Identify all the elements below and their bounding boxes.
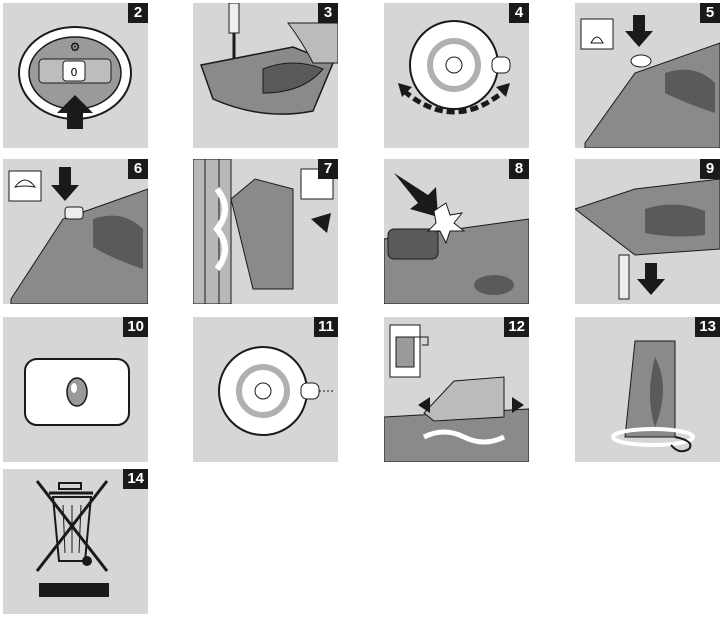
fill-water-tank-illustration: [193, 3, 338, 148]
step-number-badge: 9: [700, 159, 720, 179]
press-button-click-illustration: [384, 159, 529, 304]
step-number-badge: 8: [509, 159, 529, 179]
step-5-panel: 5: [575, 3, 720, 148]
dial-minimum-setting-illustration: [193, 317, 338, 462]
step-12-panel: 12: [384, 317, 529, 462]
calc-clean-shake-illustration: [384, 317, 529, 462]
step-number-badge: 4: [509, 3, 529, 23]
steam-boost-button-illustration: [3, 159, 148, 304]
indicator-light-illustration: [3, 317, 148, 462]
step-number-badge: 11: [314, 317, 338, 337]
step-10-panel: 10: [3, 317, 148, 462]
step-number-badge: 3: [318, 3, 338, 23]
step-3-panel: 3: [193, 3, 338, 148]
step-8-panel: 8: [384, 159, 529, 304]
step-4-panel: 4: [384, 3, 529, 148]
iron-upright-storage-illustration: [575, 317, 720, 462]
step-9-panel: 9: [575, 159, 720, 304]
svg-text:0: 0: [71, 66, 78, 79]
step-6-panel: 6: [3, 159, 148, 304]
temperature-dial-illustration: [384, 3, 529, 148]
step-number-badge: 14: [123, 469, 148, 489]
step-number-badge: 5: [700, 3, 720, 23]
step-number-badge: 6: [128, 159, 148, 179]
step-number-badge: 2: [128, 3, 148, 23]
unplug-cord-illustration: [575, 159, 720, 304]
crossed-out-wheelie-bin-icon: [3, 469, 148, 614]
step-number-badge: 13: [695, 317, 720, 337]
iron-handle-switch-illustration: 0 ⚙: [3, 3, 148, 148]
step-13-panel: 13: [575, 317, 720, 462]
step-number-badge: 7: [318, 159, 338, 179]
vertical-steam-illustration: [193, 159, 338, 304]
svg-text:⚙: ⚙: [70, 40, 81, 54]
step-11-panel: 11: [193, 317, 338, 462]
step-number-badge: 12: [504, 317, 529, 337]
step-2-panel: 0 ⚙ 2: [3, 3, 148, 148]
step-number-badge: 10: [123, 317, 148, 337]
spray-button-illustration: [575, 3, 720, 148]
step-14-panel: 14: [3, 469, 148, 614]
step-7-panel: 7: [193, 159, 338, 304]
